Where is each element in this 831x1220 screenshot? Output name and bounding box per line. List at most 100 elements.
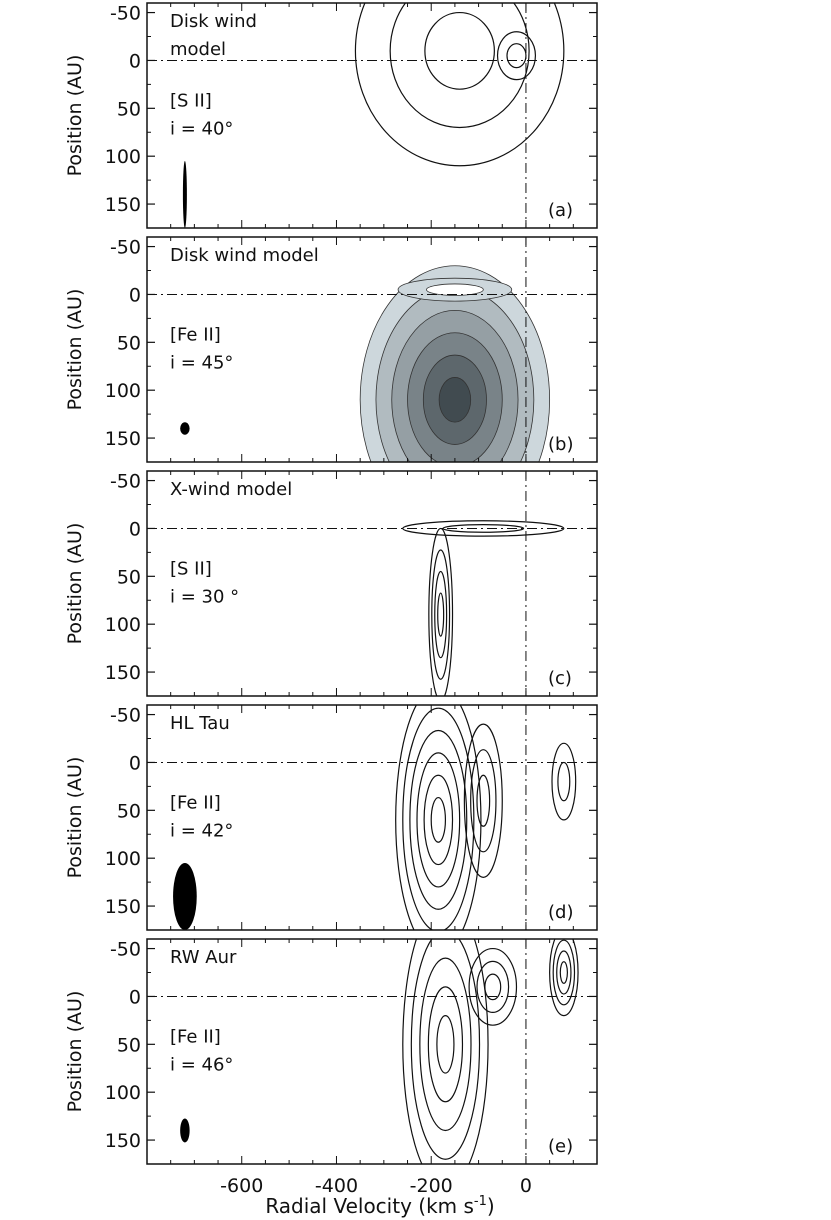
y-tick-label: 0	[129, 518, 141, 540]
panel-letter: (e)	[548, 1136, 573, 1157]
panel-letter: (b)	[548, 434, 573, 455]
panel-letter: (c)	[548, 668, 572, 689]
y-tick-label: 150	[105, 194, 141, 216]
y-tick-label: 150	[105, 1130, 141, 1152]
panel-letter: (d)	[548, 902, 573, 923]
y-tick-label: 150	[105, 896, 141, 918]
panel-frame	[146, 938, 598, 1165]
contour-line	[551, 742, 577, 821]
contour-line	[409, 729, 468, 910]
contour-group	[359, 265, 551, 462]
x-tick-label: -600	[220, 1175, 263, 1197]
contour-line	[549, 939, 579, 1017]
y-axis-label: Position (AU)	[64, 289, 86, 411]
y-axis-label: Position (AU)	[64, 991, 86, 1113]
y-tick-label: -50	[110, 939, 141, 961]
beam-ellipse	[182, 160, 187, 228]
contour-line	[389, 3, 530, 129]
y-tick-label: 0	[129, 752, 141, 774]
contour-line	[402, 520, 565, 537]
contour-line	[470, 749, 497, 853]
panel-frame	[146, 2, 598, 229]
contour-line	[463, 723, 503, 878]
contour-line	[428, 527, 454, 696]
panel-model-label: Disk wind	[170, 11, 257, 32]
contour-line	[556, 950, 572, 995]
contour-line	[559, 961, 568, 984]
y-tick-label: 0	[129, 986, 141, 1008]
y-tick-label: 100	[105, 1082, 141, 1104]
panel-line-label: [S II]	[170, 90, 212, 111]
y-axis-label: Position (AU)	[64, 523, 86, 645]
x-axis-label: Radial Velocity (km s-1)	[265, 1194, 494, 1218]
x-tick-label: -200	[410, 1175, 453, 1197]
contour-line	[427, 986, 464, 1103]
x-axis-label-close: )	[487, 1194, 495, 1218]
contour-group	[402, 939, 579, 1164]
contour-line	[430, 796, 447, 843]
panel-frame	[146, 470, 598, 697]
panel-letter: (a)	[548, 200, 573, 221]
contour-line	[395, 705, 482, 930]
contour-line	[437, 592, 445, 637]
y-axis-label: Position (AU)	[64, 757, 86, 879]
contour-line	[410, 939, 481, 1160]
y-tick-label: 100	[105, 848, 141, 870]
y-tick-label: -50	[110, 471, 141, 493]
panel-inclination-label: i = 40°	[170, 118, 233, 139]
panel-inclination-label: i = 30 °	[170, 586, 239, 607]
y-tick-label: 50	[117, 566, 141, 588]
y-tick-label: 50	[117, 98, 141, 120]
contour-group	[395, 705, 577, 930]
beam-ellipse	[180, 422, 190, 435]
panel-frame	[146, 704, 598, 931]
contour-line	[468, 947, 518, 1026]
panel-frame	[146, 236, 598, 463]
contour-line	[419, 957, 472, 1132]
panel-model-label: RW Aur	[170, 947, 237, 968]
y-tick-label: -50	[110, 237, 141, 259]
contour-line	[442, 524, 525, 533]
contour-line	[431, 549, 451, 680]
panel-inclination-label: i = 45°	[170, 352, 233, 373]
y-tick-label: 100	[105, 380, 141, 402]
panel-model-label: Disk wind model	[170, 245, 319, 266]
panel-inclination-label: i = 42°	[170, 820, 233, 841]
panel-line-label: [Fe II]	[170, 324, 221, 345]
y-tick-label: -50	[110, 3, 141, 25]
y-tick-label: 50	[117, 1034, 141, 1056]
y-tick-label: 150	[105, 428, 141, 450]
contour-group	[402, 520, 565, 696]
y-tick-label: 0	[129, 50, 141, 72]
y-tick-label: 50	[117, 800, 141, 822]
contour-line	[434, 570, 448, 659]
panel-e: -50 0 50 100 150 Position (AU) RW Aur [Fe II] i …	[64, 938, 598, 1165]
contour-line	[402, 939, 489, 1164]
panel-model-label: X-wind model	[170, 479, 292, 500]
y-tick-label: -50	[110, 705, 141, 727]
contour-line	[426, 283, 484, 296]
contour-group	[354, 3, 565, 167]
contour-line	[354, 3, 565, 167]
panel-model-label: model	[170, 39, 226, 60]
panel-line-label: [Fe II]	[170, 1026, 221, 1047]
panel-inclination-label: i = 46°	[170, 1054, 233, 1075]
contour-line	[552, 939, 576, 1006]
panel-model-label: HL Tau	[170, 713, 230, 734]
contour-line	[423, 774, 454, 866]
x-axis-label-main: Radial Velocity (km s	[265, 1194, 474, 1218]
contour-line	[484, 973, 502, 1001]
y-axis-label: Position (AU)	[64, 55, 86, 177]
contour-line	[436, 1014, 455, 1074]
beam-ellipse	[173, 862, 197, 931]
x-axis-label-sup: -1	[474, 1194, 487, 1209]
contour-line	[506, 43, 527, 69]
x-tick-label: 0	[520, 1175, 532, 1197]
y-tick-label: 100	[105, 614, 141, 636]
beam-ellipse	[180, 1118, 190, 1143]
